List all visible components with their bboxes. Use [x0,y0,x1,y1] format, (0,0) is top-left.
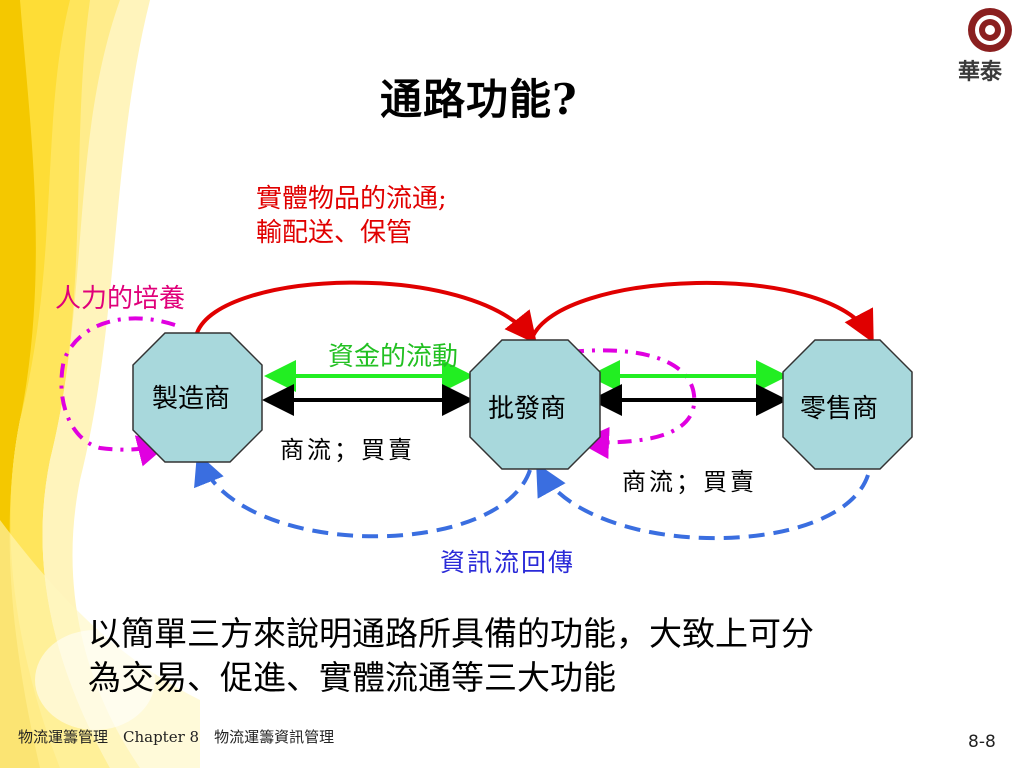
logo-label: 華泰 [958,60,1003,85]
retailer-label: 零售商 [800,394,879,424]
training-loop-left [59,316,176,467]
body-text: 以簡單三方來說明通路所具備的功能，大致上可分 為交易、促進、實體流通等三大功能 [88,612,814,700]
trade-flow-label-2: 商流；買賣 [622,468,757,496]
physical-flow-label: 實體物品的流通; 輸配送、保管 [256,182,447,250]
body-line1: 以簡單三方來說明通路所具備的功能，大致上可分 [88,614,814,653]
manufacturer-label: 製造商 [152,384,231,414]
manufacturer-node [132,332,263,463]
footer-course-title: 物流運籌管理 Chapter 8 物流運籌資訊管理 [18,728,335,746]
physical-flow-arrow-2 [530,280,874,344]
page-title: 通路功能? [380,75,578,124]
wholesaler-node [469,339,601,470]
gold-swirl-decoration [0,0,200,768]
trade-flow-label-1: 商流；買賣 [280,436,415,464]
logo-mark-icon [968,8,1012,52]
body-line2: 為交易、促進、實體流通等三大功能 [88,658,616,697]
info-feedback-arrow-1 [194,452,532,539]
info-feedback-label: 資訊流回傳 [440,548,576,577]
capital-flow-label: 資金的流動 [328,342,459,372]
info-feedback-arrow-2 [536,463,870,541]
wholesaler-label: 批發商 [488,394,567,424]
physical-flow-arrow-1 [195,280,537,345]
physical-flow-line1: 實體物品的流通; [256,184,447,214]
physical-flow-line2: 輸配送、保管 [256,218,413,248]
page-number: 8-8 [968,732,996,752]
people-training-label: 人力的培養 [55,284,186,314]
retailer-node [782,339,913,470]
